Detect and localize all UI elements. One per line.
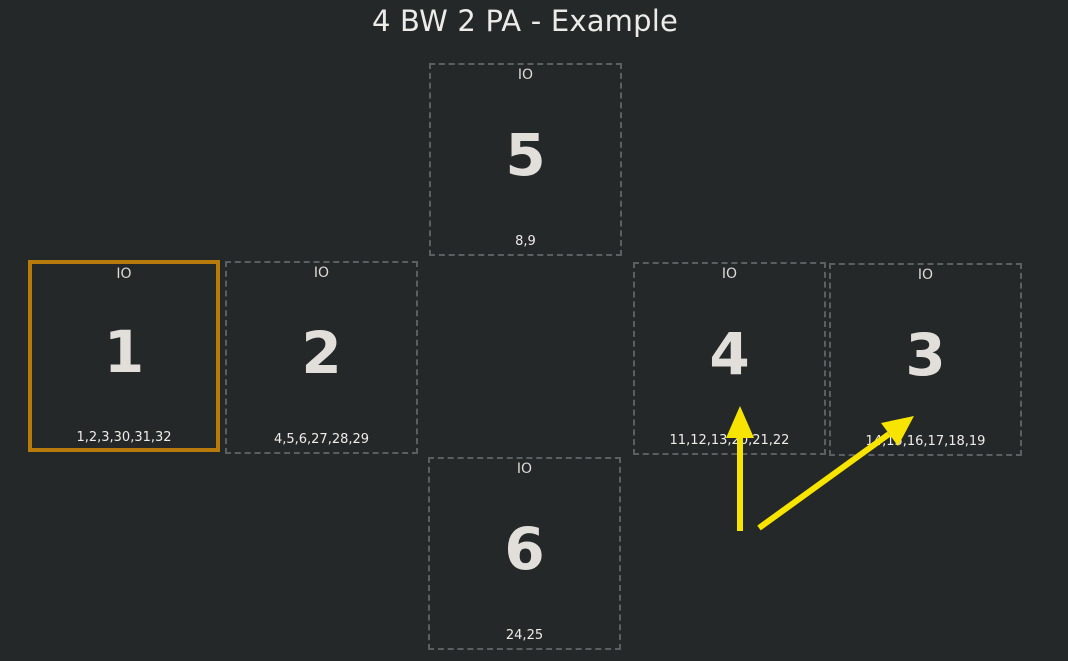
box-6-number: 6 xyxy=(504,515,545,583)
box-1-io-label: IO xyxy=(116,266,132,282)
box-2-io-label: IO xyxy=(313,265,330,281)
box-2[interactable]: IO 2 4,5,6,27,28,29 xyxy=(225,261,418,454)
box-6-ports: 24,25 xyxy=(505,628,544,643)
box-5-number: 5 xyxy=(505,121,546,189)
box-2-number: 2 xyxy=(301,319,342,387)
box-6[interactable]: IO 6 24,25 xyxy=(428,457,621,650)
box-3-number: 3 xyxy=(905,321,946,389)
box-4-ports: 11,12,13,20,21,22 xyxy=(669,433,790,448)
box-1-ports: 1,2,3,30,31,32 xyxy=(76,430,172,445)
box-1-number: 1 xyxy=(103,318,145,386)
box-1[interactable]: IO 1 1,2,3,30,31,32 xyxy=(28,260,220,452)
box-2-ports: 4,5,6,27,28,29 xyxy=(273,432,370,447)
box-3-ports: 14,15,16,17,18,19 xyxy=(865,434,986,449)
box-4-io-label: IO xyxy=(721,266,738,282)
box-4-number: 4 xyxy=(709,320,750,388)
box-5[interactable]: IO 5 8,9 xyxy=(429,63,622,256)
box-4[interactable]: IO 4 11,12,13,20,21,22 xyxy=(633,262,826,455)
box-3[interactable]: IO 3 14,15,16,17,18,19 xyxy=(829,263,1022,456)
box-3-io-label: IO xyxy=(917,267,934,283)
diagram-title: 4 BW 2 PA - Example xyxy=(371,4,679,38)
box-6-io-label: IO xyxy=(516,461,533,477)
box-5-ports: 8,9 xyxy=(515,234,536,249)
box-5-io-label: IO xyxy=(517,67,534,83)
